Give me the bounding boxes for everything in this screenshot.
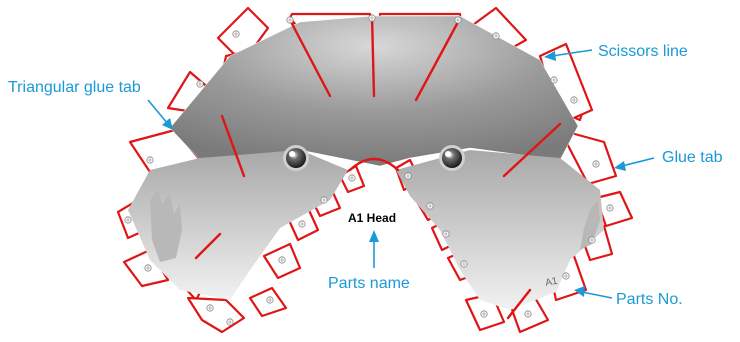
cross-mark-icon [299, 221, 305, 227]
cross-mark-icon [349, 175, 355, 181]
left-eye-icon [283, 145, 309, 171]
cross-mark-icon [493, 33, 499, 39]
cross-mark-icon [233, 31, 239, 37]
cross-mark-icon [227, 319, 233, 325]
part-name-text: A1 Head [348, 211, 396, 225]
cross-mark-icon [125, 217, 131, 223]
cross-mark-icon [607, 205, 613, 211]
cross-mark-icon [207, 305, 213, 311]
cross-mark-icon [145, 265, 151, 271]
parts-name-callout: Parts name [328, 275, 410, 292]
cross-mark-icon [593, 161, 599, 167]
cross-mark-icon [525, 311, 531, 317]
scissors-line-callout: Scissors line [598, 43, 688, 60]
right-eye-icon [439, 145, 465, 171]
cross-mark-icon [589, 237, 595, 243]
cross-mark-icon [321, 197, 327, 203]
cross-mark-icon [563, 273, 569, 279]
triangular-glue-tab-callout: Triangular glue tab [8, 79, 141, 96]
cross-mark-icon [455, 17, 461, 23]
cross-mark-icon [287, 17, 293, 23]
cross-mark-icon [571, 97, 577, 103]
cross-mark-icon [267, 297, 273, 303]
cross-mark-icon [443, 231, 449, 237]
cross-mark-icon [279, 257, 285, 263]
parts-no-callout: Parts No. [616, 291, 683, 308]
cross-mark-icon [481, 311, 487, 317]
cross-mark-icon [551, 77, 557, 83]
cross-mark-icon [405, 173, 411, 179]
cross-mark-icon [369, 15, 375, 21]
cross-mark-icon [197, 81, 203, 87]
glue-tab-callout: Glue tab [662, 149, 723, 166]
cross-mark-icon [147, 157, 153, 163]
head-body [128, 16, 604, 310]
cross-mark-icon [427, 203, 433, 209]
cross-mark-icon [461, 261, 467, 267]
